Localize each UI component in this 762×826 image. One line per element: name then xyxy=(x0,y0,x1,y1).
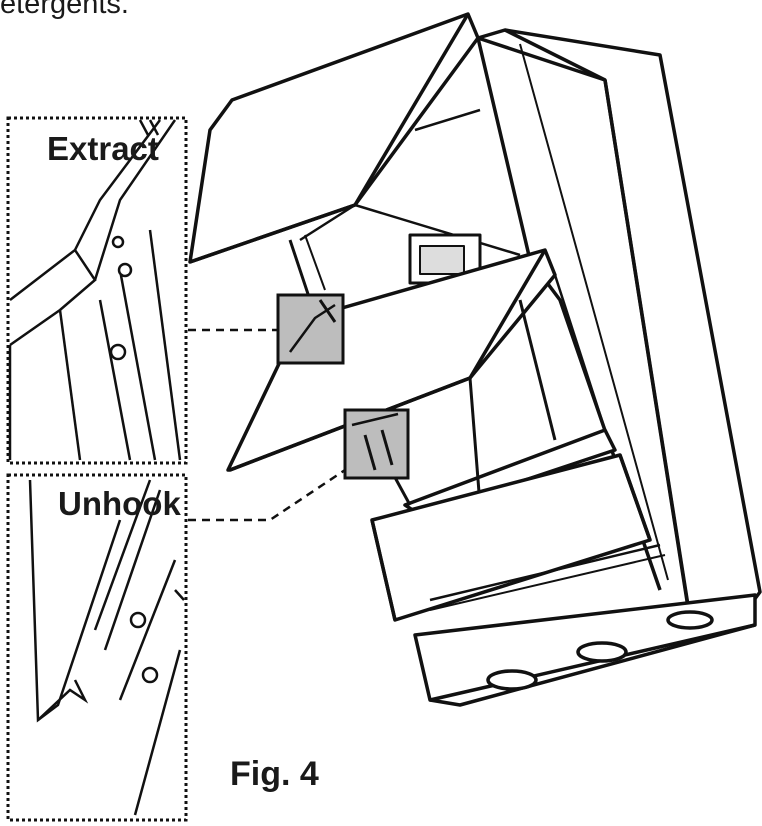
light-hole xyxy=(486,669,538,691)
zoom-marker-unhook xyxy=(343,408,410,480)
detail-box-extract xyxy=(6,116,188,465)
header-text-fragment: etergents. xyxy=(0,0,129,20)
hood-cabinet xyxy=(188,12,762,707)
figure-caption: Fig. 4 xyxy=(230,755,319,793)
zoom-marker-extract xyxy=(276,293,345,365)
detail-box-unhook xyxy=(6,473,188,822)
upper-door-panel xyxy=(188,12,480,264)
label-unhook: Unhook xyxy=(58,485,181,522)
label-extract: Extract xyxy=(47,130,159,167)
leader-lines xyxy=(188,328,346,522)
light-hole xyxy=(666,610,714,630)
light-hole xyxy=(576,641,628,663)
